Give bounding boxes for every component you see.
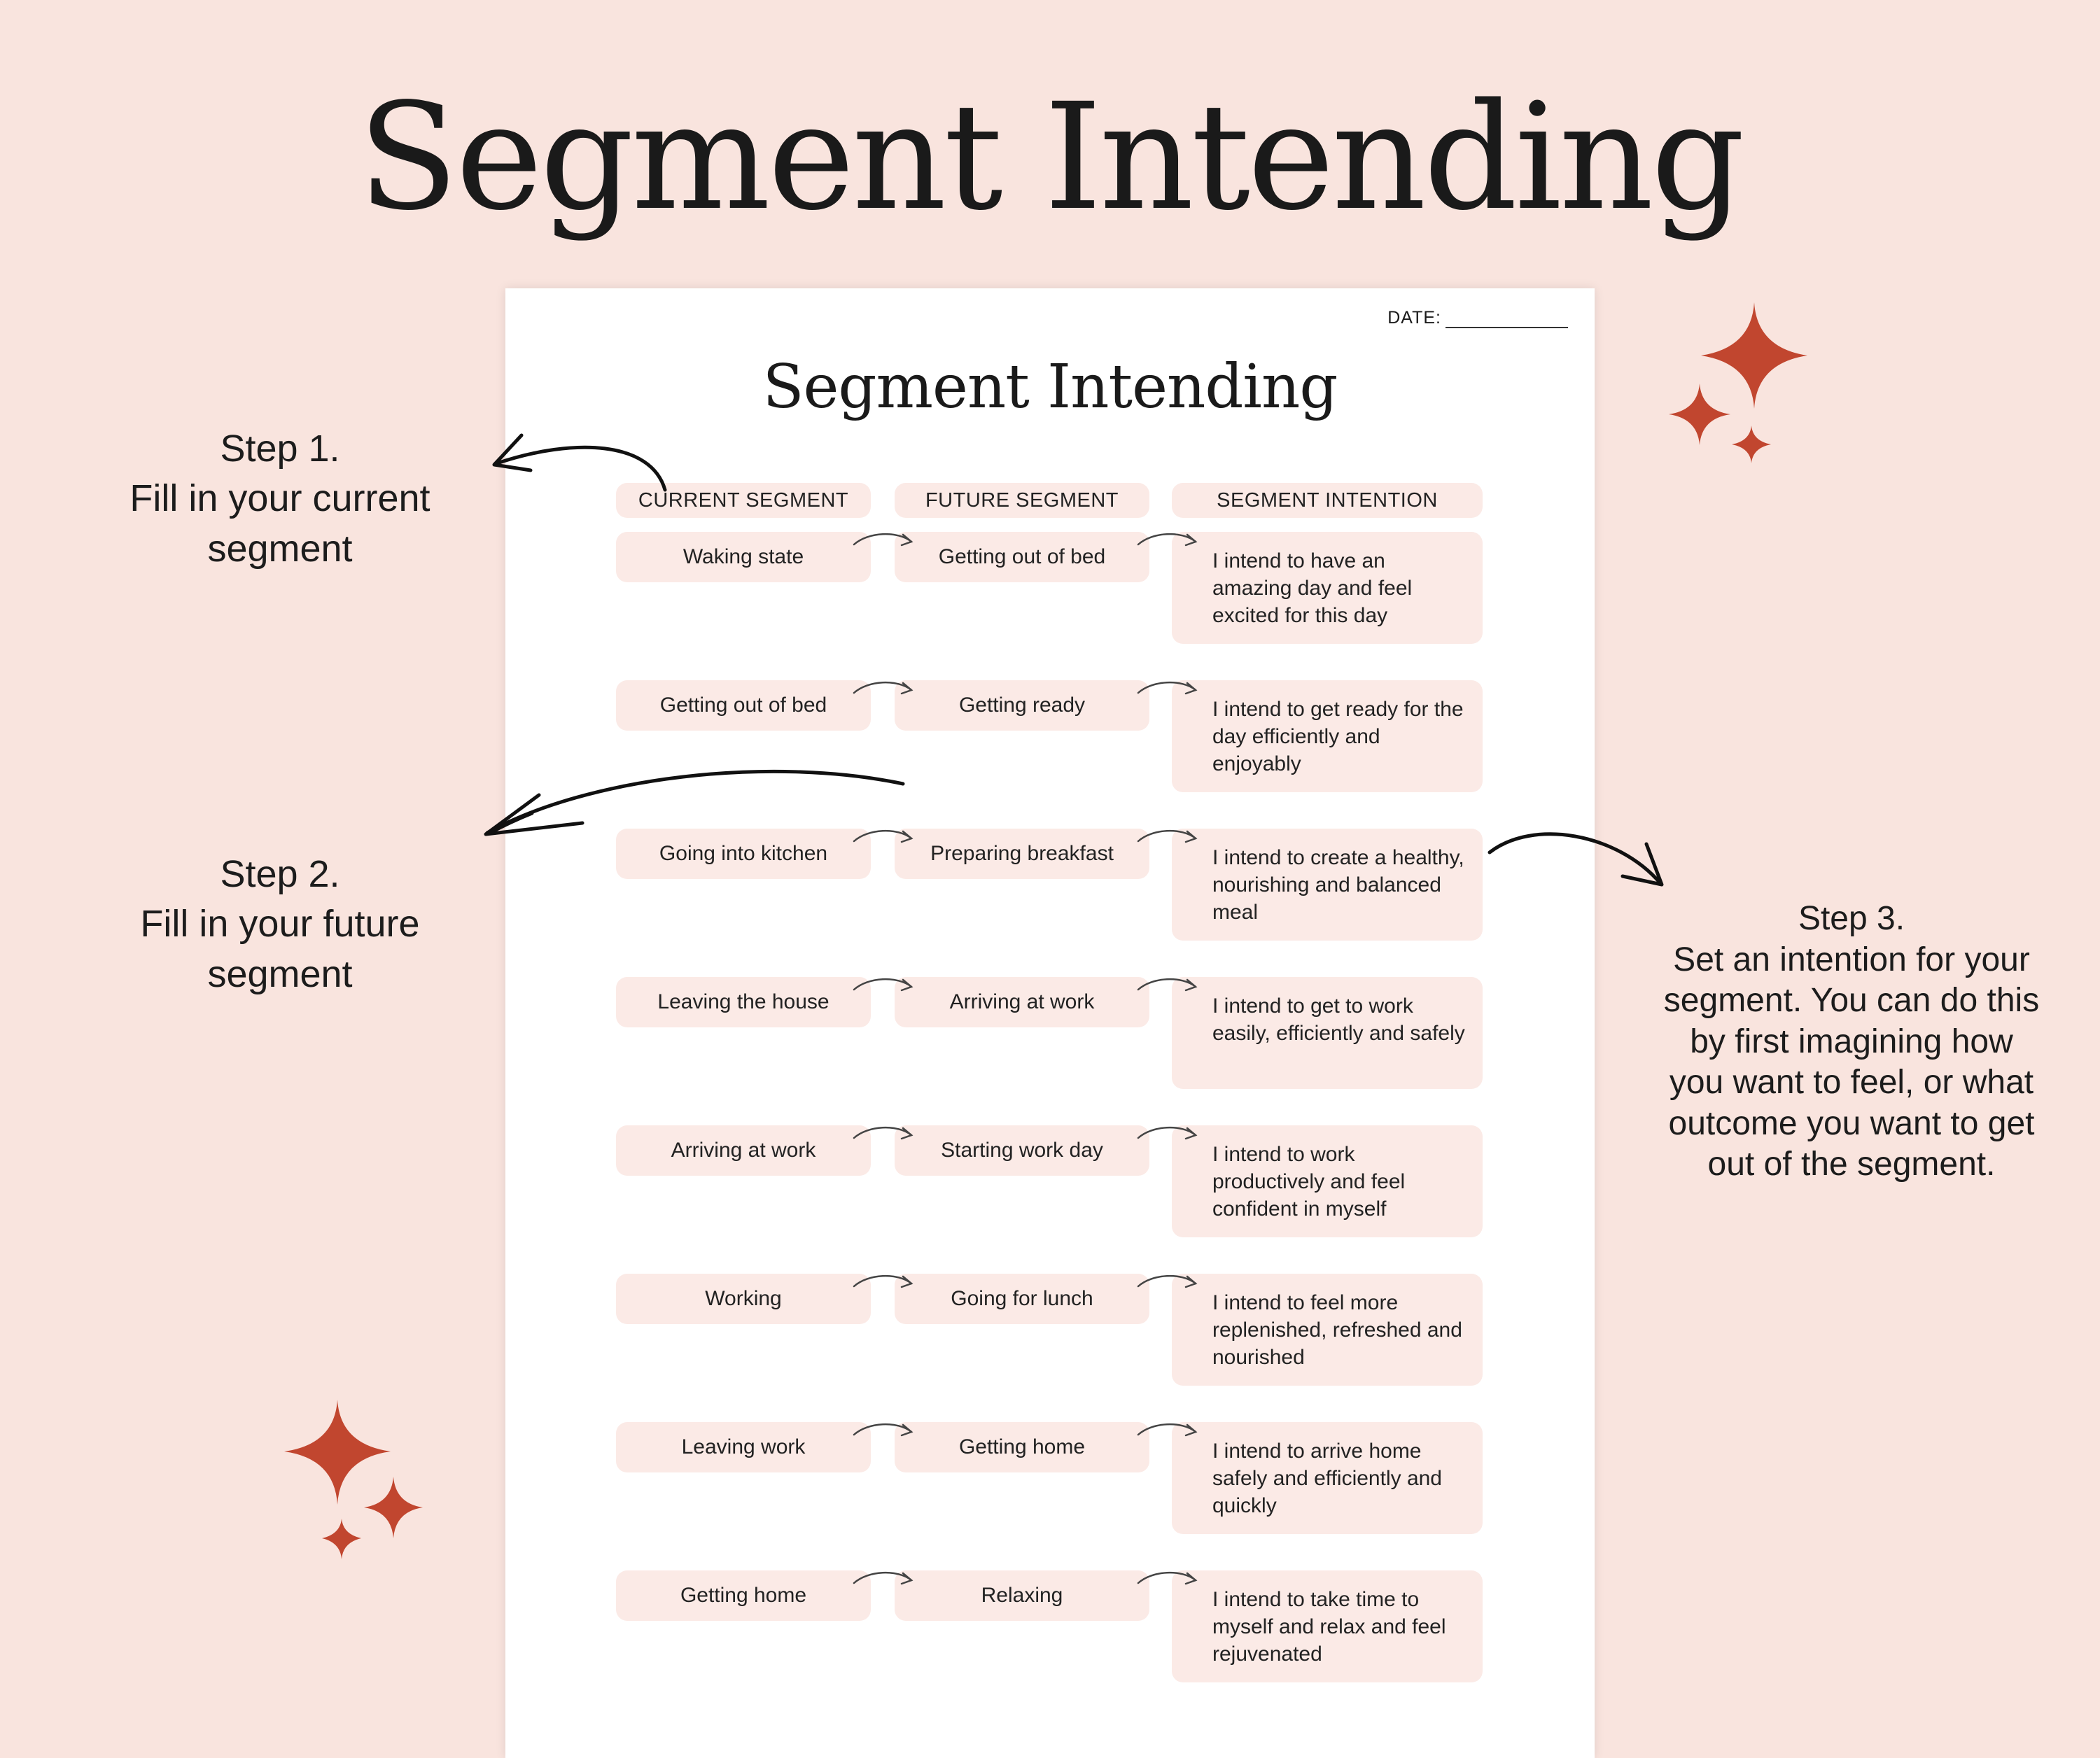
segment-intention-cell[interactable]: I intend to create a healthy, nourishing… bbox=[1172, 829, 1483, 941]
date-field[interactable]: DATE: bbox=[1387, 308, 1568, 328]
step-2-line: Fill in your future bbox=[140, 903, 420, 945]
date-line[interactable] bbox=[1446, 310, 1568, 328]
segment-intention-cell[interactable]: I intend to arrive home safely and effic… bbox=[1172, 1422, 1483, 1534]
current-segment-cell[interactable]: Working bbox=[616, 1274, 871, 1324]
header-segment-intention: SEGMENT INTENTION bbox=[1172, 483, 1483, 518]
future-segment-cell[interactable]: Getting out of bed bbox=[895, 532, 1149, 582]
step-1-label: Step 1. Fill in your current segment bbox=[84, 424, 476, 574]
current-segment-cell[interactable]: Leaving the house bbox=[616, 977, 871, 1027]
step-1-title: Step 1. bbox=[220, 428, 340, 470]
future-segment-cell[interactable]: Getting home bbox=[895, 1422, 1149, 1472]
current-segment-cell[interactable]: Arriving at work bbox=[616, 1125, 871, 1176]
segment-intention-cell[interactable]: I intend to have an amazing day and feel… bbox=[1172, 532, 1483, 644]
step-3-line: by first imagining how bbox=[1690, 1022, 2013, 1060]
sheet-title: Segment Intending bbox=[762, 352, 1338, 422]
step-3-line: Set an intention for your bbox=[1673, 941, 2030, 978]
future-segment-cell[interactable]: Getting ready bbox=[895, 680, 1149, 731]
step-1-line: Fill in your current bbox=[130, 477, 430, 520]
sparkle-icon bbox=[284, 1400, 391, 1505]
sparkle-icon bbox=[1669, 384, 1730, 445]
step-2-label: Step 2. Fill in your future segment bbox=[84, 850, 476, 999]
segment-intention-cell[interactable]: I intend to feel more replenished, refre… bbox=[1172, 1274, 1483, 1386]
page-title: Segment Intending bbox=[358, 71, 1745, 243]
step-3-line: outcome you want to get bbox=[1668, 1104, 2035, 1142]
step-3-line: you want to feel, or what bbox=[1669, 1064, 2034, 1102]
future-segment-cell[interactable]: Arriving at work bbox=[895, 977, 1149, 1027]
segment-intention-cell[interactable]: I intend to get ready for the day effici… bbox=[1172, 680, 1483, 792]
step-3-label: Step 3. Set an intention for your segmen… bbox=[1624, 899, 2079, 1186]
current-segment-cell[interactable]: Getting home bbox=[616, 1570, 871, 1621]
segment-intention-cell[interactable]: I intend to get to work easily, efficien… bbox=[1172, 977, 1483, 1089]
worksheet-sheet: DATE: Segment Intending CURRENT SEGMENT … bbox=[505, 288, 1595, 1758]
header-future-segment: FUTURE SEGMENT bbox=[895, 483, 1149, 518]
current-segment-cell[interactable]: Leaving work bbox=[616, 1422, 871, 1472]
sparkle-icon bbox=[1701, 302, 1807, 409]
step-1-line: segment bbox=[207, 527, 353, 570]
future-segment-cell[interactable]: Going for lunch bbox=[895, 1274, 1149, 1324]
current-segment-cell[interactable]: Getting out of bed bbox=[616, 680, 871, 731]
current-segment-cell[interactable]: Going into kitchen bbox=[616, 829, 871, 879]
future-segment-cell[interactable]: Starting work day bbox=[895, 1125, 1149, 1176]
step-2-line: segment bbox=[207, 952, 353, 995]
current-segment-cell[interactable]: Waking state bbox=[616, 532, 871, 582]
segment-intention-cell[interactable]: I intend to work productively and feel c… bbox=[1172, 1125, 1483, 1237]
step-3-line: segment. You can do this bbox=[1663, 982, 2040, 1020]
future-segment-cell[interactable]: Preparing breakfast bbox=[895, 829, 1149, 879]
sparkle-icon bbox=[1732, 426, 1771, 463]
future-segment-cell[interactable]: Relaxing bbox=[895, 1570, 1149, 1621]
step-3-line: out of the segment. bbox=[1707, 1146, 1996, 1183]
sparkle-icon bbox=[322, 1519, 361, 1559]
date-label: DATE: bbox=[1387, 308, 1441, 328]
step-2-title: Step 2. bbox=[220, 853, 340, 895]
sparkle-icon bbox=[364, 1477, 423, 1538]
header-current-segment: CURRENT SEGMENT bbox=[616, 483, 871, 518]
segment-intention-cell[interactable]: I intend to take time to myself and rela… bbox=[1172, 1570, 1483, 1682]
step-3-title: Step 3. bbox=[1798, 900, 1905, 937]
